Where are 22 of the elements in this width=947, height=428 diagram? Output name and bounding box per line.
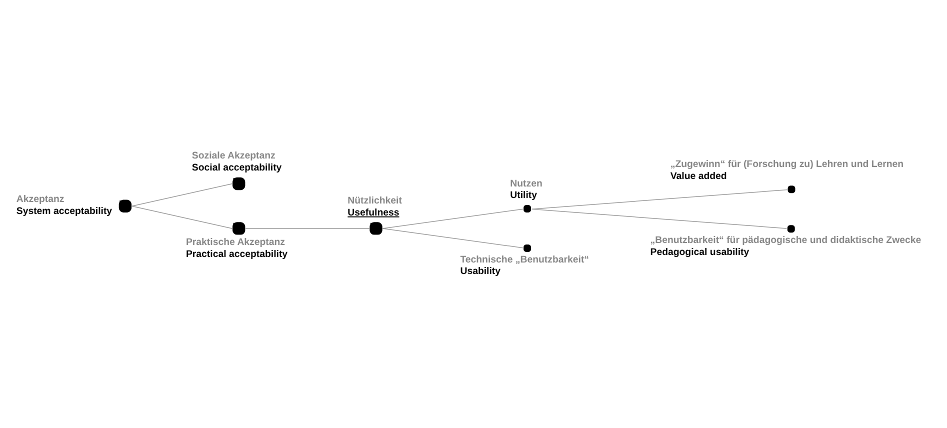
connector [382,208,523,228]
connector [530,208,787,228]
node-label: Value added [670,170,726,182]
node-label: Akzeptanz [16,193,64,204]
connector [382,228,523,248]
node-label: „Zugewinn“ für (Forschung zu) Lehren und Lernen [670,158,904,170]
node-label: Technische „Benutzbarkeit“ [460,254,589,265]
connector [530,188,788,209]
node-label: Nützlichkeit [347,194,402,206]
connector [131,205,232,228]
node-label: Pedagogical usability [650,246,749,258]
node-label: Social acceptability [191,162,282,174]
node-label: Praktische Akzeptanz [185,236,285,248]
node-label: Utility [510,190,537,201]
node-label: „Benutzbarkeit“ für pädagogische und didaktische Zwecke [650,234,921,246]
node-label: Usability [460,266,500,277]
node-label: Practical acceptability [185,248,288,260]
node-label: System acceptability [16,205,112,216]
node-label: Nutzen [510,178,542,189]
connector [131,182,232,206]
node-label: Soziale Akzeptanz [191,150,275,162]
node-label: Usefulness [347,206,399,218]
